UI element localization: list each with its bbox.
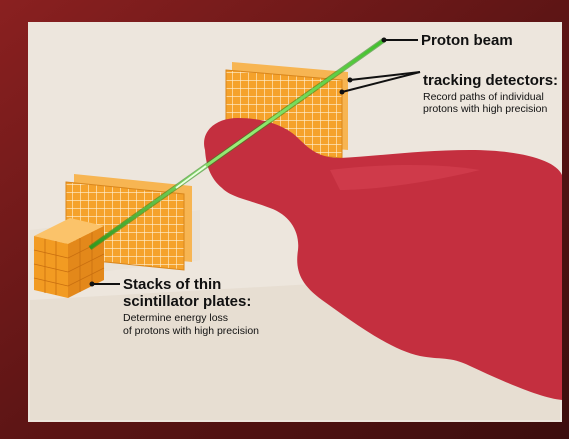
tracking-detectors-desc-1: Record paths of individual: [423, 91, 544, 103]
stacks-title-1: Stacks of thin: [123, 276, 221, 293]
tracking-detectors-desc-2: protons with high precision: [423, 103, 547, 115]
stacks-desc-2: of protons with high precision: [123, 325, 259, 337]
stacks-title-2: scintillator plates:: [123, 293, 251, 310]
stacks-desc-1: Determine energy loss: [123, 312, 228, 324]
tracking-detectors-title: tracking detectors:: [423, 72, 558, 89]
proton-beam-label: Proton beam: [421, 32, 513, 49]
